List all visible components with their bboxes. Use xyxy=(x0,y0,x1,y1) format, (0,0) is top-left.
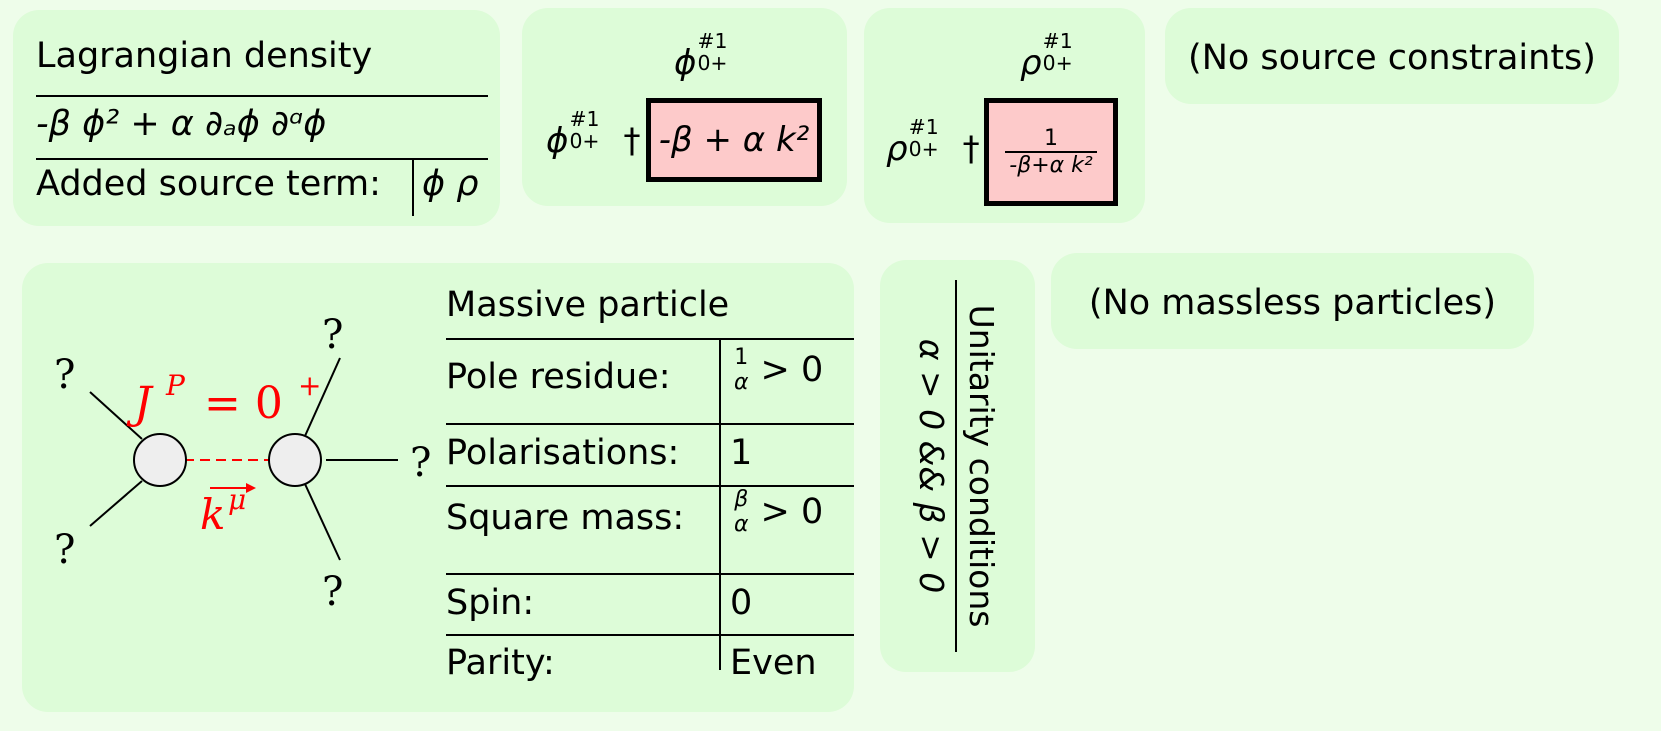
table-rule xyxy=(446,338,854,340)
rho-column-field: ρ xyxy=(1020,43,1042,83)
momentum-label: k xyxy=(200,490,225,539)
rho-propagator-denominator: -β+α k² xyxy=(1005,151,1097,178)
jp-label: J xyxy=(126,378,154,429)
rho-row-field: ρ xyxy=(886,129,908,169)
polarisations-label: Polarisations: xyxy=(446,433,680,473)
momentum-arrow-head xyxy=(246,483,256,493)
jp-value-superscript: + xyxy=(298,369,321,402)
unitarity-title: Unitarity conditions xyxy=(962,304,1001,628)
right-vertex xyxy=(268,433,322,487)
phi-propagator-entry-box: -β + α k² xyxy=(646,98,822,182)
jp-superscript: P xyxy=(165,369,186,402)
square-mass-value: β α > 0 xyxy=(730,487,823,537)
spin-label: Spin: xyxy=(446,583,535,623)
table-rule xyxy=(446,573,854,575)
massive-particle-panel: ? ? ? ? ? J P = 0 + k μ Massive particle… xyxy=(22,263,854,712)
phi-dagger: † xyxy=(623,121,641,161)
propagator-diagram: ? ? ? ? ? J P = 0 + k μ xyxy=(54,312,431,615)
lagrangian-title-rule xyxy=(36,95,488,97)
parity-label: Parity: xyxy=(446,643,555,683)
unitarity-condition: α > 0 && β > 0 xyxy=(912,338,951,594)
left-upper-leg xyxy=(89,391,143,440)
rho-propagator-fraction: 1 -β+α k² xyxy=(1005,126,1097,178)
left-lower-leg xyxy=(89,480,143,527)
pole-residue-value: 1 α > 0 xyxy=(730,345,823,395)
left-vertex xyxy=(133,433,187,487)
massless-panel: (No massless particles) xyxy=(1051,253,1534,349)
table-rule xyxy=(446,485,854,487)
phi-row-index-bottom: 0+ xyxy=(569,129,600,154)
left-upper-question-mark: ? xyxy=(54,352,75,398)
parity-value: Even xyxy=(730,643,817,683)
source-term-label: Added source term: xyxy=(36,164,381,204)
rho-column-index-bottom: 0+ xyxy=(1042,51,1073,76)
square-mass-denominator: α xyxy=(734,512,749,537)
source-constraints-panel: (No source constraints) xyxy=(1165,8,1619,104)
phi-row-index-top: #1 xyxy=(569,106,600,131)
pole-residue-label: Pole residue: xyxy=(446,357,671,397)
spin-value: 0 xyxy=(730,583,753,623)
phi-column-index-bottom: 0+ xyxy=(697,51,728,76)
pole-residue-denominator: α xyxy=(734,370,749,395)
pole-residue-fraction: 1 α xyxy=(730,345,753,395)
jp-value: = 0 xyxy=(204,378,283,429)
table-rule xyxy=(446,423,854,425)
right-lower-question-mark: ? xyxy=(322,569,343,615)
right-upper-question-mark: ? xyxy=(322,312,343,358)
rho-row-index-bottom: 0+ xyxy=(908,137,939,162)
polarisations-value: 1 xyxy=(730,433,753,473)
rho-column-index-top: #1 xyxy=(1042,28,1073,53)
pole-residue-inequality: > 0 xyxy=(760,350,824,390)
rho-row-index-top: #1 xyxy=(908,114,939,139)
source-term-value: ϕ ρ xyxy=(422,164,479,204)
rho-propagator-entry-box: 1 -β+α k² xyxy=(984,98,1118,206)
pole-residue-numerator: 1 xyxy=(734,345,749,370)
square-mass-label: Square mass: xyxy=(446,498,685,538)
phi-row-field: ϕ xyxy=(546,121,569,161)
square-mass-fraction: β α xyxy=(730,487,753,537)
unitarity-rule xyxy=(955,280,957,652)
source-term-divider xyxy=(412,160,414,216)
square-mass-inequality: > 0 xyxy=(760,492,824,532)
lagrangian-expression: -β ϕ² + α ∂ₐϕ ∂ᵅϕ xyxy=(36,104,327,144)
table-rule xyxy=(446,634,854,636)
right-middle-question-mark: ? xyxy=(410,440,431,486)
source-constraints-text: (No source constraints) xyxy=(1188,38,1596,78)
lagrangian-panel: Lagrangian density -β ϕ² + α ∂ₐϕ ∂ᵅϕ Add… xyxy=(13,10,500,226)
rho-propagator-numerator: 1 xyxy=(1044,126,1058,151)
unitarity-rotated-block: Unitarity conditions α > 0 && β > 0 xyxy=(907,276,1007,656)
rho-dagger: † xyxy=(962,129,980,169)
phi-propagator-entry: -β + α k² xyxy=(658,120,810,160)
massive-particle-title: Massive particle xyxy=(446,285,730,325)
lagrangian-title: Lagrangian density xyxy=(36,36,373,76)
phi-column-field: ϕ xyxy=(674,43,697,83)
massless-text: (No massless particles) xyxy=(1088,283,1497,323)
right-lower-leg xyxy=(304,483,341,561)
lagrangian-expression-rule xyxy=(36,158,488,160)
table-column-divider xyxy=(719,340,721,670)
square-mass-numerator: β xyxy=(734,487,749,512)
right-upper-leg xyxy=(304,357,341,437)
left-lower-question-mark: ? xyxy=(54,527,75,573)
phi-column-index-top: #1 xyxy=(697,28,728,53)
momentum-superscript: μ xyxy=(228,483,246,516)
unitarity-panel: Unitarity conditions α > 0 && β > 0 xyxy=(880,260,1035,672)
